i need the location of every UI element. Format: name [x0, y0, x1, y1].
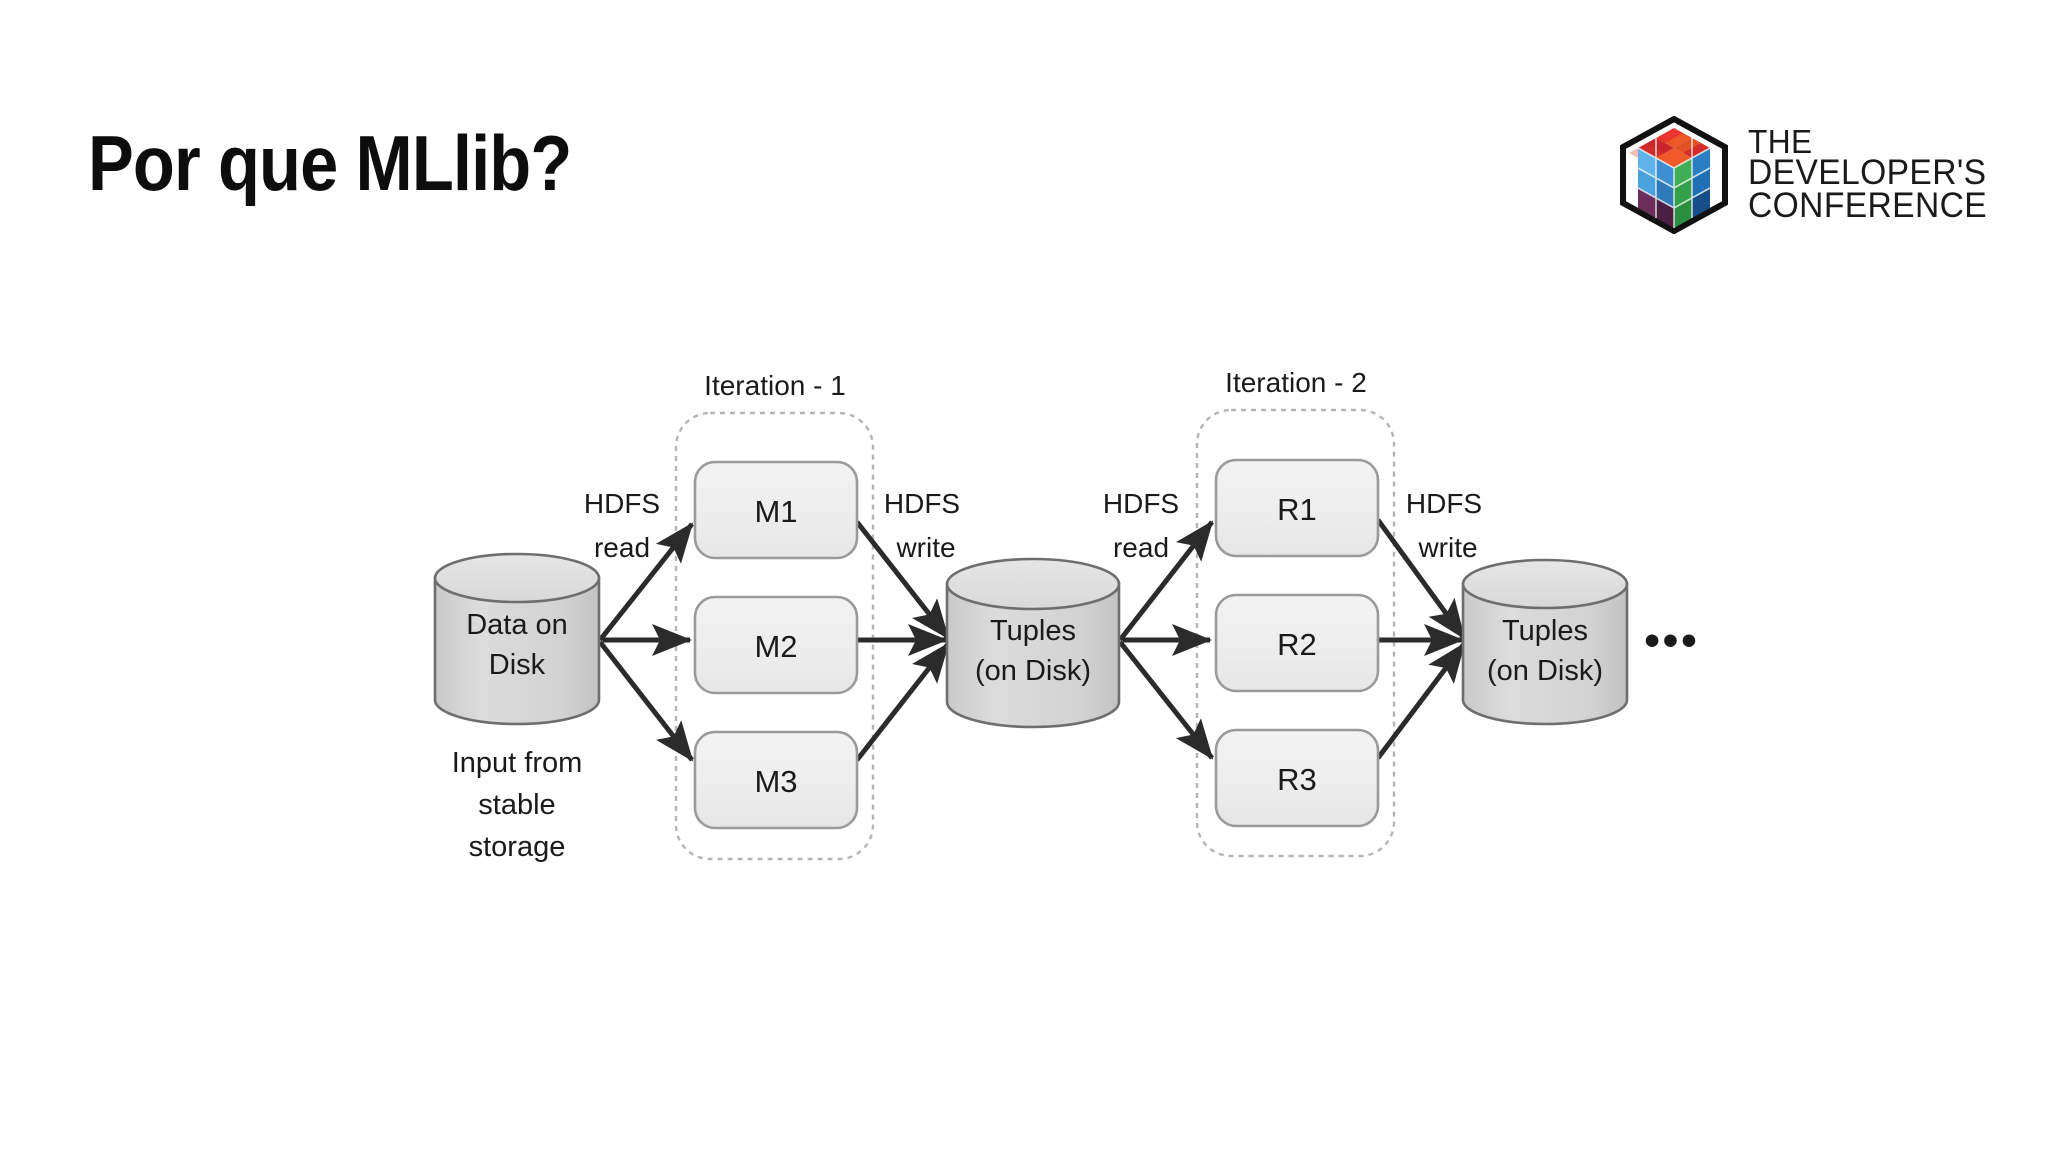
cylinder-body: [945, 582, 1121, 729]
edge-r3-to-tuples2: [1376, 642, 1466, 760]
node-box: [693, 730, 859, 830]
node-m2: M2: [693, 595, 859, 695]
node-box: [1214, 728, 1380, 828]
node-r3: R3: [1214, 728, 1380, 828]
node-r3-label: R3: [1277, 762, 1317, 797]
edges-iteration2-to-store3: [1375, 518, 1467, 760]
edge-label-hdfs-write-2: HDFS write: [1406, 488, 1482, 563]
hdfs-read-1-line2: read: [594, 532, 650, 563]
node-box: [1214, 458, 1380, 558]
conference-cube-icon: [1618, 115, 1730, 234]
edge-m3-to-tuples1: [855, 642, 950, 762]
node-r1: R1: [1214, 458, 1380, 558]
hdfs-write-2-line1: HDFS: [1406, 488, 1482, 519]
cylinder-top: [433, 552, 601, 604]
logo-line-3: CONFERENCE: [1748, 186, 1988, 225]
node-r2-label: R2: [1277, 627, 1317, 662]
edge-m1-to-tuples1: [855, 520, 950, 640]
node-box: [1214, 593, 1380, 693]
edge-label-hdfs-read-2: HDFS read: [1103, 488, 1179, 563]
node-m3-label: M3: [754, 764, 797, 799]
cylinder-body: [1461, 582, 1629, 726]
store-tuples-1: Tuples (on Disk): [945, 557, 1121, 729]
node-m1-label: M1: [754, 494, 797, 529]
caption-line-3: storage: [469, 831, 566, 863]
edge-label-hdfs-write-1: HDFS write: [884, 488, 960, 563]
store-data-on-disk-caption: Input from stable storage: [452, 747, 583, 863]
iteration-2-label: Iteration - 2: [1225, 367, 1367, 398]
hdfs-read-2-line2: read: [1113, 532, 1169, 563]
caption-line-1: Input from: [452, 747, 583, 779]
edge-tuples1-to-r3: [1118, 640, 1214, 760]
edge-data-to-m3: [598, 640, 694, 762]
node-m1: M1: [693, 460, 859, 560]
logo-line-2: DEVELOPER'S: [1748, 153, 1987, 193]
store-data-on-disk-line1: Data on: [466, 609, 568, 641]
caption-line-2: stable: [478, 789, 555, 821]
continuation-ellipsis: •••: [1644, 616, 1699, 665]
node-r1-label: R1: [1277, 492, 1317, 527]
edge-data-to-m1: [598, 522, 694, 642]
store-tuples-1-line2: (on Disk): [975, 655, 1091, 687]
node-m2-label: M2: [754, 629, 797, 664]
logo-line-1: THE: [1748, 123, 1813, 161]
edge-label-hdfs-read-1: HDFS read: [584, 488, 660, 563]
hdfs-write-2-line2: write: [1417, 532, 1477, 563]
node-box: [693, 460, 859, 560]
hdfs-write-1-line1: HDFS: [884, 488, 960, 519]
store-tuples-1-line1: Tuples: [990, 615, 1076, 647]
edges-iteration1-to-store2: [855, 520, 950, 762]
store-data-on-disk-line2: Disk: [489, 649, 546, 681]
cylinder-body: [433, 576, 601, 726]
node-r2: R2: [1214, 593, 1380, 693]
cylinder-top: [945, 557, 1121, 611]
hdfs-read-1-line1: HDFS: [584, 488, 660, 519]
store-data-on-disk: Data on Disk: [433, 552, 601, 726]
cylinder-top: [1461, 558, 1629, 610]
store-tuples-2-line1: Tuples: [1502, 615, 1588, 647]
iteration-1-label: Iteration - 1: [704, 370, 846, 401]
hdfs-write-1-line2: write: [895, 532, 955, 563]
node-m3: M3: [693, 730, 859, 830]
page-title: Por que MLlib?: [88, 119, 572, 207]
edge-r1-to-tuples2: [1375, 518, 1467, 640]
edges-store1-to-iteration1: [598, 522, 694, 762]
edge-tuples1-to-r1: [1118, 520, 1214, 642]
brand-logo: THE DEVELOPER'S CONFERENCE: [1618, 112, 1998, 237]
store-tuples-2-line2: (on Disk): [1487, 655, 1603, 687]
node-box: [693, 595, 859, 695]
store-tuples-2: Tuples (on Disk): [1461, 558, 1629, 726]
hdfs-read-2-line1: HDFS: [1103, 488, 1179, 519]
edges-store2-to-iteration2: [1118, 520, 1214, 760]
